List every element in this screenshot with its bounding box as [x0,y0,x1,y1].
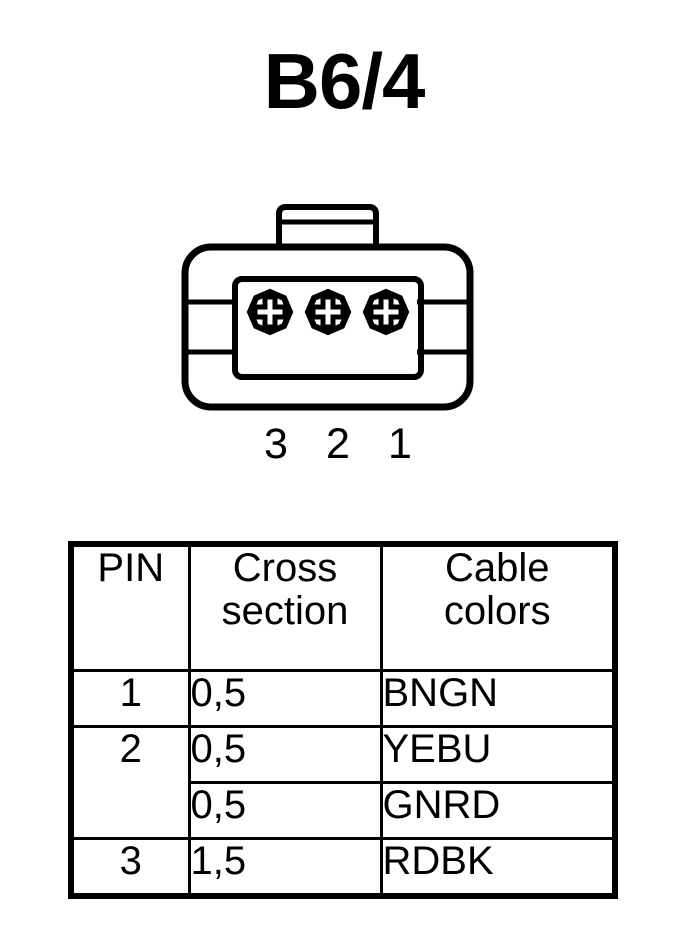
pin-number-row: 3 2 1 [240,420,436,468]
table-row: 1 0,5 BNGN [68,669,618,728]
cell-cable-colors: BNGN [379,669,618,728]
header-cable-colors: Cable colors [379,541,618,672]
terminal-cavity-cross-icon [246,288,294,336]
side-tab-right [417,299,469,355]
table-row: 0,5 GNRD [71,781,618,840]
terminal-cavity-cross-icon [362,288,410,336]
pin-label-1: 1 [388,420,412,468]
cell-pin: 2 [68,725,191,840]
connector-svg [181,204,474,411]
cell-cable-colors: GNRD [379,781,618,840]
header-cross-section: Cross section [187,541,383,672]
side-tab-left [186,299,238,355]
pin-assignment-table: PIN Cross section Cable colors 1 0,5 BNG… [68,541,618,899]
connector-body [181,243,474,411]
table-row: 2 0,5 YEBU [68,725,618,840]
pin-label-3: 3 [264,420,288,468]
pin-label-2: 2 [326,420,350,468]
cell-cable-colors: YEBU [379,725,618,784]
terminal-cavity-cross-icon [304,288,352,336]
latch-tab-icon [276,204,379,248]
page-title: B6/4 [263,37,426,125]
cell-pin: 1 [68,669,191,728]
table-row: 3 1,5 RDBK [68,837,618,899]
connector-diagram [164,196,528,418]
cell-cross-section: 0,5 [187,669,383,728]
cell-cross-section: 1,5 [187,837,383,899]
header-pin: PIN [68,541,191,672]
cell-cross-section: 0,5 [187,781,383,840]
cell-cable-colors: RDBK [379,837,618,899]
cell-pin: 3 [68,837,191,899]
cell-cross-section: 0,5 [187,725,383,784]
table-header-row: PIN Cross section Cable colors [68,541,618,672]
inner-housing [232,276,424,380]
